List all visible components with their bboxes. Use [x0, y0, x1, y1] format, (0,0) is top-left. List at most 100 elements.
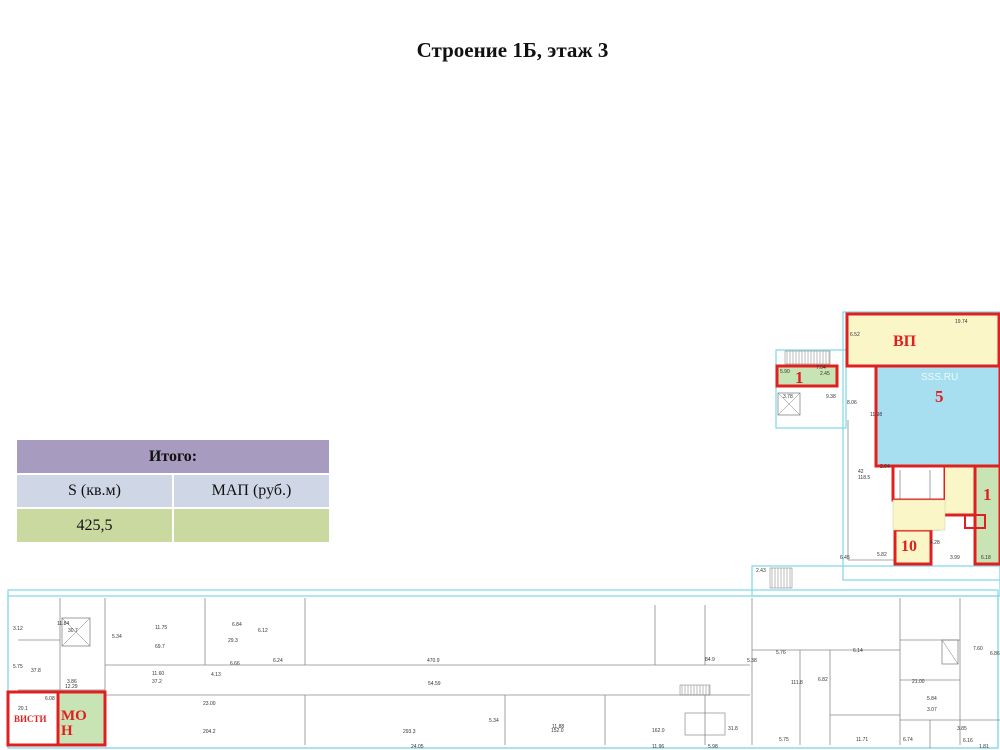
dimension-label: 5.98: [708, 744, 718, 750]
dimension-label: 6.24: [273, 658, 283, 664]
dimension-label: 4.28: [930, 540, 940, 546]
room-5-label: 5: [935, 387, 944, 406]
dimension-label: 2.43: [756, 568, 766, 574]
dimension-label: 3.78: [783, 394, 793, 400]
area-value: 425,5: [15, 507, 174, 544]
watermark: SSS.RU: [921, 372, 958, 383]
dimension-label: 11.96: [652, 744, 664, 750]
dimension-label: 4.13: [211, 672, 221, 678]
dimension-label: 11.84: [57, 621, 69, 627]
dimension-label: 162.0: [652, 728, 665, 734]
dimension-label: 69.7: [155, 644, 165, 650]
stairs: [679, 350, 831, 696]
dimension-label: 11.98: [870, 412, 882, 418]
dimension-label: 2.04: [880, 464, 890, 470]
room-vp[interactable]: [845, 312, 1000, 368]
connector-outline: [751, 565, 1000, 597]
room-5[interactable]: [874, 364, 1000, 468]
dimension-label: 5.38: [747, 658, 757, 664]
dimension-label: 3.85: [957, 726, 967, 732]
dimension-label: 37.8: [31, 668, 41, 674]
dimension-label: 6.18: [981, 555, 991, 561]
dimension-label: 204.2: [203, 729, 216, 735]
dimension-label: 9.38: [826, 394, 836, 400]
dimension-label: 6.12: [258, 628, 268, 634]
dimension-label: 11.71: [856, 737, 868, 743]
room-1-upper-label: 1: [795, 368, 804, 387]
dimension-label: 6.66: [230, 661, 240, 667]
dimension-label: 3.99: [950, 555, 960, 561]
price-value: [172, 507, 331, 544]
dimension-label: 5.75: [779, 737, 789, 743]
dimension-label: 6.82: [818, 677, 828, 683]
dimension-label: 5.34: [112, 634, 122, 640]
room-mon[interactable]: [56, 690, 107, 747]
dimension-label: 24.05: [411, 744, 424, 750]
dimension-label: 19.74: [955, 319, 968, 325]
dimension-label: 118.5: [858, 475, 870, 481]
dimension-label: 5.34: [489, 718, 499, 724]
dimension-label: 5.84: [927, 696, 937, 702]
dimension-label: 6.08: [45, 696, 55, 702]
dimension-label: 11.75: [155, 625, 167, 631]
summary-table: Итого: S (кв.м) МАП (руб.) 425,5: [15, 438, 331, 544]
dimension-label: 470.9: [427, 658, 440, 664]
interior-walls: [18, 420, 1000, 748]
room-visti-label: ВИСТИ: [14, 714, 47, 724]
dimension-label: 2.45: [820, 371, 830, 377]
dimension-label: 37.2: [152, 679, 162, 685]
dimension-label: 6.14: [853, 648, 863, 654]
dimension-labels: 19.74 6.52 7.042.45 5.90 9.38 8.06 3.78 11.98 42…: [13, 319, 1000, 750]
dimension-label: 21.00: [912, 679, 925, 685]
stair-block-outline: [775, 349, 847, 429]
room-vp-label: ВП: [893, 333, 917, 350]
dimension-label: 152.0: [551, 728, 564, 734]
main-wing-outline: [7, 589, 999, 749]
summary-header: Итого:: [15, 438, 331, 475]
dimension-label: 30.7: [68, 628, 78, 634]
dimension-label: 11.88: [552, 724, 564, 730]
building-outline: [7, 311, 1000, 749]
dimension-label: 3.07: [927, 707, 937, 713]
dimension-label: 6.84: [232, 622, 242, 628]
price-column-header: МАП (руб.): [172, 473, 331, 509]
dimension-label: 293.3: [403, 729, 416, 735]
dimension-label: 8.06: [847, 400, 857, 406]
page-title: Строение 1Б, этаж 3: [416, 38, 609, 62]
east-block-outline: [842, 311, 1000, 581]
dimension-label: 29.3: [228, 638, 238, 644]
room-10-label: 10: [901, 538, 917, 555]
dimension-label: 3.12: [13, 626, 23, 632]
dimension-label: 54.59: [428, 681, 441, 687]
dimension-label: 7.04: [816, 365, 826, 371]
area-column-header: S (кв.м): [15, 473, 174, 509]
dimension-label: 6.86: [990, 651, 1000, 657]
dimension-label: 20.1: [18, 706, 28, 712]
room-mon-label: МО: [61, 708, 87, 724]
highlighted-rooms: [6, 312, 1000, 747]
dimension-label: 12.29: [65, 684, 78, 690]
dimension-label: 1.81: [979, 744, 989, 750]
dimension-label: 5.82: [877, 552, 887, 558]
dimension-label: 6.45: [840, 555, 850, 561]
dimension-label: 5.90: [780, 369, 790, 375]
room-1-upper[interactable]: [775, 364, 839, 388]
dimension-label: 23.00: [203, 701, 216, 707]
room-mon-label: Н: [61, 723, 73, 739]
room-1-right-label: 1: [983, 485, 992, 504]
elevator-shafts: [61, 392, 959, 736]
dimension-label: 31.8: [728, 726, 738, 732]
dimension-label: 5.76: [776, 650, 786, 656]
dimension-label: 42: [858, 469, 864, 475]
dimension-label: 5.75: [13, 664, 23, 670]
dimension-label: 3.86: [67, 679, 77, 685]
dimension-label: 6.52: [850, 332, 860, 338]
main-wing-inner-outline: [7, 595, 999, 749]
dimension-label: 111.8: [791, 680, 803, 686]
dimension-label: 7.60: [973, 646, 983, 652]
dimension-label: 84.9: [705, 657, 715, 663]
dimension-label: 11.60: [152, 671, 164, 677]
dimension-label: 6.16: [963, 738, 973, 744]
